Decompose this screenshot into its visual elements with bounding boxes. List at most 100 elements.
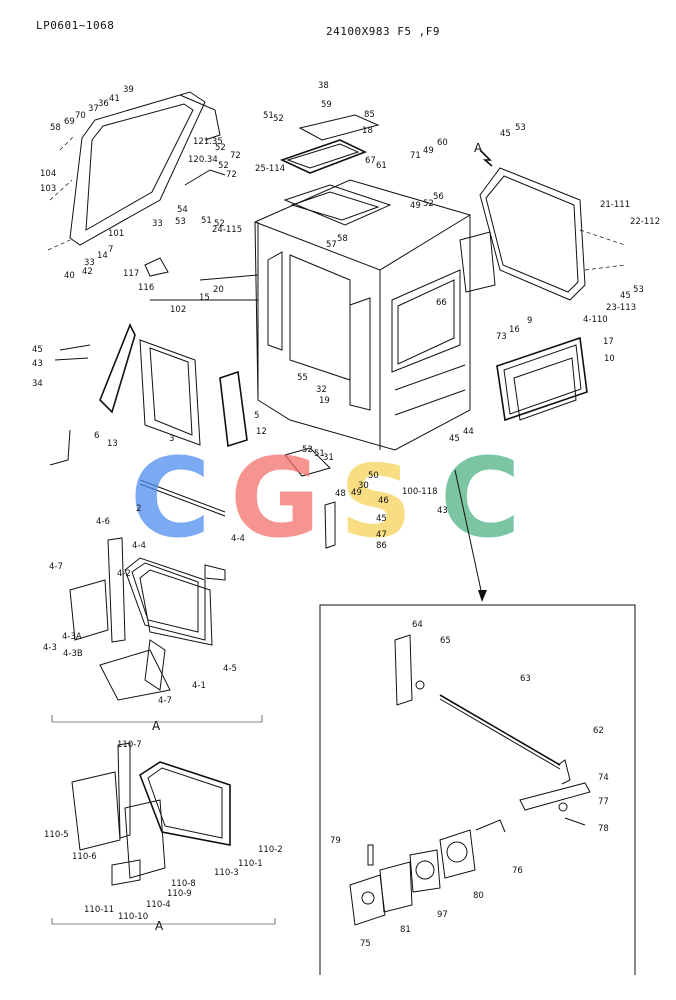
callout-label: 9 [527,316,532,326]
callout-label: 66 [436,298,447,308]
callout-label: 70 [75,111,86,121]
callout-label: 19 [319,396,330,406]
callout-label: 17 [603,337,614,347]
callout-label: 4-4 [132,541,146,551]
callout-label: 116 [138,283,154,293]
left-side-glass [49,323,248,517]
callout-label: 38 [318,81,329,91]
callout-label: 47 [376,530,387,540]
callout-label: 30 [358,481,369,491]
callout-label: 52 [423,199,434,209]
callout-label: 52 [215,143,226,153]
callout-label: 100-118 [402,487,438,497]
callout-label: 45 [376,514,387,524]
callout-label: 42 [82,267,93,277]
callout-label: 58 [50,123,61,133]
drawing-code-left: LP0601~1068 [36,19,115,32]
callout-label: 63 [520,674,531,684]
callout-label: 39 [123,85,134,95]
callout-label: 86 [376,541,387,551]
watermark-letter-s: S [340,443,412,560]
callout-label: 110-4 [146,900,171,910]
callout-label: 51 [263,111,274,121]
callout-label: 110-1 [238,859,263,869]
callout-label: 32 [316,385,327,395]
callout-label: 72 [230,151,241,161]
callout-label: 121.35 [193,137,223,147]
callout-label: 52 [273,114,284,124]
callout-label: 117 [123,269,139,279]
watermark-letter-g: G [230,434,320,562]
callout-label: 2 [136,504,141,514]
callout-label: 23-113 [606,303,636,313]
callout-label: 33 [152,219,163,229]
detail-a-section-label-1: A [152,719,161,733]
callout-label: 53 [633,285,644,295]
cab-body [150,179,471,451]
callout-label: 14 [97,251,108,261]
callout-label: 74 [598,773,609,783]
callout-label: 78 [598,824,609,834]
callout-label: 45 [32,345,43,355]
detail-a-window [51,537,263,723]
callout-label: 13 [107,439,118,449]
callout-label: 53 [515,123,526,133]
callout-label: 48 [335,489,346,499]
callout-label: 36 [98,99,109,109]
detail-a-section-label-2: A [155,919,164,933]
callout-label: 110-3 [214,868,239,878]
callout-label: 73 [496,332,507,342]
door-frame-assembly [47,91,226,277]
callout-label: 22-112 [630,217,660,227]
callout-label: 37 [88,104,99,114]
callout-label: 110-5 [44,830,69,840]
callout-label: 45 [500,129,511,139]
callout-label: 104 [40,169,56,179]
callout-label: 110-2 [258,845,283,855]
callout-label: 49 [351,488,362,498]
callout-label: 40 [64,271,75,281]
callout-label: 4-110 [583,315,608,325]
front-windshield-frame [459,167,626,301]
callout-label: 3 [169,434,174,444]
door-lock-inset [319,604,636,975]
callout-label: 44 [463,427,474,437]
callout-label: 60 [437,138,448,148]
roof-hatch [279,114,380,174]
callout-label: 79 [330,836,341,846]
callout-label: 110-9 [167,889,192,899]
callout-label: 12 [256,427,267,437]
callout-label: 110-7 [117,740,142,750]
callout-label: 62 [593,726,604,736]
callout-label: 49 [423,146,434,156]
callout-label: 51 [314,449,325,459]
callout-label: 76 [512,866,523,876]
callout-label: 45 [620,291,631,301]
callout-label: 56 [433,192,444,202]
callout-label: 10 [604,354,615,364]
watermark-letter-c1: C [130,434,211,562]
callout-label: 15 [199,293,210,303]
callout-label: 5 [254,411,259,421]
callout-label: 49 [410,201,421,211]
callout-label: 101 [108,229,124,239]
callout-label: 43 [32,359,43,369]
callout-label: 50 [368,471,379,481]
cgsc-watermark: C G S C [130,434,521,562]
floor-plate [284,447,336,549]
callout-label: 25-114 [255,164,285,174]
callout-label: 102 [170,305,186,315]
callout-label: 46 [378,496,389,506]
callout-label: 97 [437,910,448,920]
callout-label: 41 [109,94,120,104]
callout-label: 52 [302,445,313,455]
callout-label: 52 [214,219,225,229]
rear-window [496,336,588,422]
callout-label: 77 [598,797,609,807]
callout-label: 110-6 [72,852,97,862]
callout-label: 4-5 [223,664,237,674]
callout-label: 65 [440,636,451,646]
callout-label: 81 [400,925,411,935]
